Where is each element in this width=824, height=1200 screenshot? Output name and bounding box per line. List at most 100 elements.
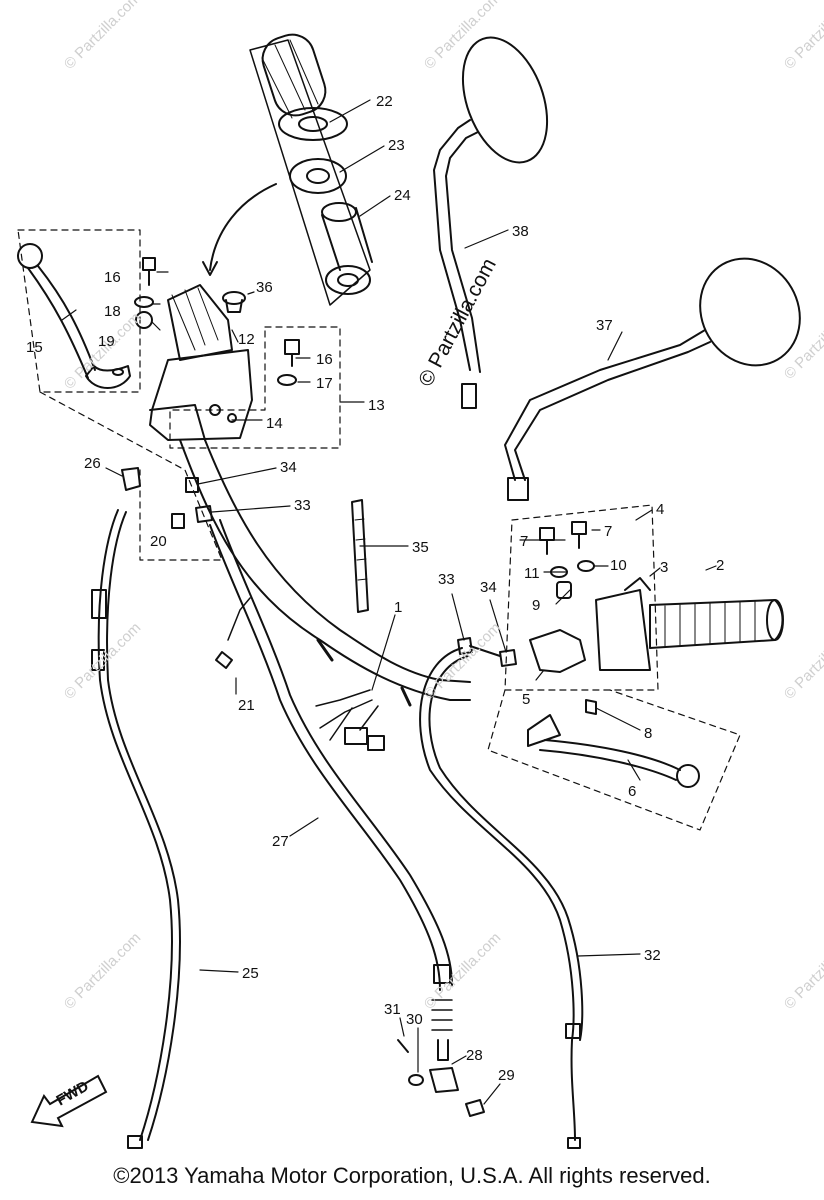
left-lever-ball-end: [17, 243, 43, 269]
callout-7b: 7: [604, 523, 612, 540]
cable-part-27: [209, 524, 441, 991]
grip-assembly-exploded: [249, 33, 373, 306]
callout-34b: 34: [480, 579, 497, 596]
callout-16a: 16: [104, 269, 121, 286]
bolt-part-16: [142, 257, 156, 271]
collar-part-19: [135, 311, 153, 329]
lever-bracket-part-5: [529, 629, 586, 673]
locknut-part-33: [195, 505, 213, 523]
switch-box-13: [169, 326, 341, 449]
callout-13: 13: [368, 397, 385, 414]
left-grip-mounted: [167, 284, 233, 361]
callout-37: 37: [596, 317, 613, 334]
watermark-tl: © Partzilla.com: [61, 0, 144, 73]
pin-part-31: [397, 1039, 409, 1053]
bracket-part-28: [429, 1067, 459, 1093]
washer-part-18: [134, 296, 154, 308]
left-lever-part-15: [27, 265, 96, 379]
callout-leader-lines: [61, 99, 717, 1105]
mirror-base-part-38: [461, 383, 477, 409]
cable-part-32: [419, 647, 576, 1141]
throttle-grip-part-2: [649, 599, 784, 649]
mirror-part-37: [699, 257, 801, 367]
callout-10: 10: [610, 557, 627, 574]
callout-26: 26: [84, 455, 101, 472]
wiring-harness: [315, 689, 379, 741]
grip-part-22: [261, 33, 327, 117]
right-lever-part-6: [527, 714, 561, 747]
callout-6: 6: [628, 783, 636, 800]
washer-part-23: [289, 158, 347, 194]
callout-8: 8: [644, 725, 652, 742]
watermark-r2: © Partzilla.com: [781, 619, 824, 702]
callout-11: 11: [524, 565, 540, 582]
bolt-part-7b: [571, 521, 587, 535]
nut-part-20: [171, 513, 185, 529]
watermark-l2: © Partzilla.com: [61, 619, 144, 702]
cable-end-part-27: [433, 964, 451, 984]
callout-9: 9: [532, 597, 540, 614]
callout-19: 19: [98, 333, 115, 350]
mirror-base-part-37: [507, 477, 529, 501]
callout-18: 18: [104, 303, 121, 320]
washer-part-17: [277, 374, 297, 386]
callout-30: 30: [406, 1011, 423, 1028]
washer-part-30: [408, 1074, 424, 1086]
callout-35: 35: [412, 539, 429, 556]
cable-part-25: [97, 509, 173, 1141]
callout-27: 27: [272, 833, 289, 850]
right-lever-box-4: [504, 504, 659, 691]
watermark-c2: © Partzilla.com: [421, 619, 504, 702]
washer-part-10: [577, 560, 595, 572]
nut-part-26: [121, 467, 141, 491]
bolt-part-16-right: [284, 339, 300, 355]
callout-4: 4: [656, 501, 664, 518]
callout-33b: 33: [438, 571, 455, 588]
callout-31: 31: [384, 1001, 401, 1018]
callout-2: 2: [716, 557, 724, 574]
callout-12: 12: [238, 331, 255, 348]
bolt-part-7a: [539, 527, 555, 541]
callout-7a: 7: [520, 533, 528, 550]
callout-25: 25: [242, 965, 259, 982]
callout-33a: 33: [294, 497, 311, 514]
callout-labels: 22 23 24 38 37 16 18 19 15 36 12 16 17 1…: [26, 93, 724, 1084]
switch-housing-part-3: [595, 589, 651, 671]
watermark-tr: © Partzilla.com: [781, 0, 824, 73]
callout-23: 23: [388, 137, 405, 154]
watermark-bl: © Partzilla.com: [61, 929, 144, 1012]
callout-24: 24: [394, 187, 411, 204]
watermarks: © Partzilla.com © Partzilla.com © Partzi…: [61, 0, 824, 1013]
callout-3: 3: [660, 559, 668, 576]
watermark-tc: © Partzilla.com: [421, 0, 504, 73]
watermark-main: © Partzilla.com: [414, 255, 501, 391]
callout-17: 17: [316, 375, 333, 392]
watermark-br: © Partzilla.com: [781, 929, 824, 1012]
callout-16b: 16: [316, 351, 333, 368]
cable-tie-part-35: [351, 499, 369, 613]
callout-22: 22: [376, 93, 393, 110]
callout-20: 20: [150, 533, 167, 550]
mirror-part-38: [461, 36, 549, 164]
nut-part-8: [585, 699, 597, 715]
copyright-footer: ©2013 Yamaha Motor Corporation, U.S.A. A…: [113, 1163, 711, 1188]
cable-adjuster-right-part-34: [499, 649, 517, 667]
callout-38: 38: [512, 223, 529, 240]
callout-21: 21: [238, 697, 255, 714]
left-lever-box: [17, 229, 141, 393]
callout-36: 36: [256, 279, 273, 296]
collar-part-9: [556, 581, 572, 599]
callout-1: 1: [394, 599, 402, 616]
washer-part-22: [278, 107, 348, 141]
callout-29: 29: [498, 1067, 515, 1084]
connector: [344, 727, 368, 745]
callout-34a: 34: [280, 459, 297, 476]
callout-14: 14: [266, 415, 283, 432]
grip-sleeve-part-24: [321, 207, 373, 271]
bolt-part-29: [465, 1099, 485, 1117]
callout-32: 32: [644, 947, 661, 964]
forward-direction-arrow: FWD: [30, 1074, 108, 1128]
cable-adjuster-part-34: [185, 477, 199, 493]
